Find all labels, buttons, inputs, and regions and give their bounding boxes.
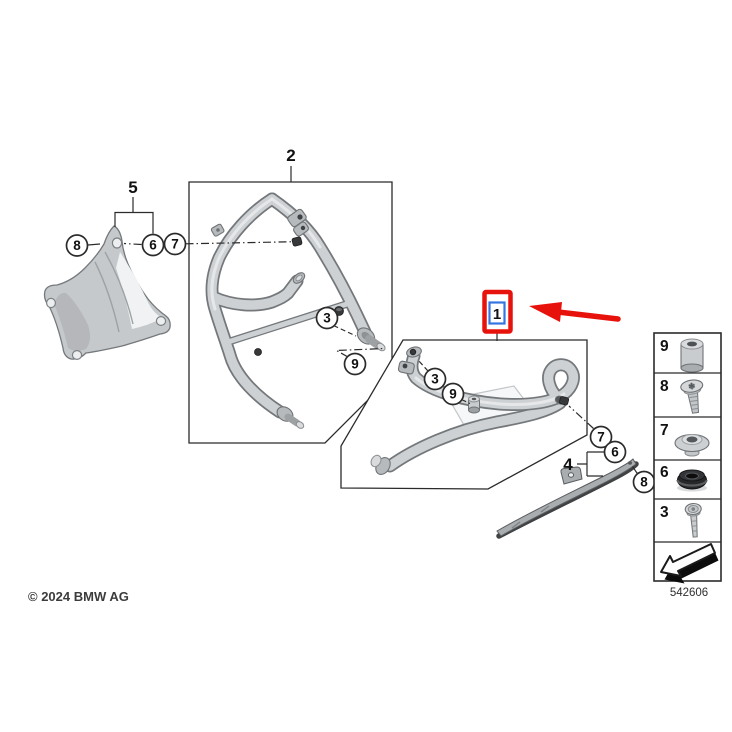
legend-number: 9 xyxy=(660,338,669,355)
rubber-grommet-icon xyxy=(676,469,708,492)
red-pointer-arrow-icon xyxy=(529,302,621,322)
legend-number: 8 xyxy=(660,378,669,395)
item-1-highlight-group[interactable]: 1 xyxy=(482,289,513,341)
callout-skid-plate-6[interactable]: 6 xyxy=(603,440,627,464)
apex-clamp-hole xyxy=(297,214,303,220)
callout-left-guard-9[interactable]: 9 xyxy=(334,347,385,376)
legend-number: 7 xyxy=(660,422,669,439)
legend-row-7[interactable]: 7 xyxy=(660,422,710,457)
horn-end-cap-face xyxy=(295,274,303,282)
callout-number: 9 xyxy=(449,387,457,402)
bracket-hole xyxy=(111,237,123,249)
guard-left-foot-cap xyxy=(376,342,386,352)
guard-left-bottomfoot-cap xyxy=(295,421,305,429)
legend-border xyxy=(653,332,722,582)
diagram-number-text: 542606 xyxy=(670,587,708,599)
bracket-plate-rib xyxy=(94,261,120,333)
callout-right-guard-9[interactable]: 9 xyxy=(441,382,471,406)
nut-callout7-target xyxy=(291,236,303,247)
collar-bushing-icon xyxy=(674,433,710,457)
apex-clamp-lug xyxy=(293,221,309,237)
post-cap-bolt xyxy=(409,348,417,356)
bolt-head-shine xyxy=(336,307,342,312)
bracket-plate-rib xyxy=(104,251,134,325)
legend-number: 3 xyxy=(660,504,669,521)
item-2-label[interactable]: 2 xyxy=(286,146,295,165)
item-5-bracket xyxy=(114,211,154,234)
tube-mount-tab-hole xyxy=(216,228,220,232)
post-clamp-bolt xyxy=(402,363,408,369)
item-1-red-highlight-box xyxy=(482,289,513,334)
legend-number: 6 xyxy=(660,464,669,481)
callout-number: 6 xyxy=(611,445,619,460)
legend-row-6[interactable]: 6 xyxy=(660,464,708,492)
item-4-bracket xyxy=(577,451,604,477)
guard-right-foot-cap xyxy=(370,454,382,468)
spacer-on-shield xyxy=(468,395,480,414)
hex-flange-bolt-icon xyxy=(684,502,702,538)
skid-plate-tab-hole xyxy=(567,472,575,478)
callout-number: 9 xyxy=(351,357,359,372)
callout-number: 6 xyxy=(149,238,157,253)
callout-right-guard-7[interactable]: 7 xyxy=(568,405,613,449)
callout-bracket-6[interactable]: 6 xyxy=(123,233,165,257)
callout-number: 7 xyxy=(171,237,179,252)
spacer-sleeve-icon xyxy=(680,338,704,373)
bracket-hole xyxy=(45,297,56,309)
item-2-label-group: 2 xyxy=(286,146,296,182)
skid-plate-illustration xyxy=(496,458,639,539)
callout-right-guard-3[interactable]: 3 xyxy=(417,359,447,391)
callout-skid-plate-8[interactable]: 8 xyxy=(632,466,656,494)
callout-number: 8 xyxy=(73,238,81,253)
item-5-label[interactable]: 5 xyxy=(128,178,137,197)
hardware-legend-sidebar: 9 8 xyxy=(653,332,722,584)
brace-nub xyxy=(254,348,262,356)
bracket-plate-highlight xyxy=(116,252,162,329)
item-5-label-group: 5 xyxy=(114,178,154,234)
bracket-plate-shade xyxy=(54,292,91,351)
item-4-label-group: 4 xyxy=(563,451,604,477)
guard-left-bottomfoot-stub xyxy=(284,413,301,427)
engine-guard-left-illustration xyxy=(205,192,386,429)
callout-number: 8 xyxy=(640,475,648,490)
mounting-bracket-illustration xyxy=(43,225,171,361)
torx-screw-icon xyxy=(680,379,704,414)
callout-left-guard-3[interactable]: 3 xyxy=(315,306,357,337)
bracket-hole xyxy=(155,316,167,327)
item-4-label[interactable]: 4 xyxy=(563,455,573,474)
skid-plate-crease xyxy=(511,521,521,529)
nut-callout7-target-right xyxy=(559,396,570,406)
callout-number: 7 xyxy=(597,430,605,445)
legend-row-8[interactable]: 8 xyxy=(660,378,706,414)
skid-plate-top-face xyxy=(496,458,637,537)
item-1-blue-selection-box xyxy=(488,301,506,325)
skid-plate-end-hole xyxy=(628,461,632,465)
legend-row-3[interactable]: 3 xyxy=(660,502,703,538)
callout-number: 3 xyxy=(323,311,331,326)
legend-row-9[interactable]: 9 xyxy=(660,338,704,373)
callout-bracket-7[interactable]: 7 xyxy=(163,232,292,256)
copyright-text: © 2024 BMW AG xyxy=(28,589,129,604)
callout-bracket-8[interactable]: 8 xyxy=(65,234,101,257)
skid-plate-crease xyxy=(540,505,550,513)
item-1-label[interactable]: 1 xyxy=(493,306,501,323)
apex-clamp-hole xyxy=(300,225,306,231)
bracket-hole xyxy=(71,350,83,361)
callout-number: 3 xyxy=(431,372,439,387)
direction-of-travel-arrow-icon xyxy=(660,543,719,584)
